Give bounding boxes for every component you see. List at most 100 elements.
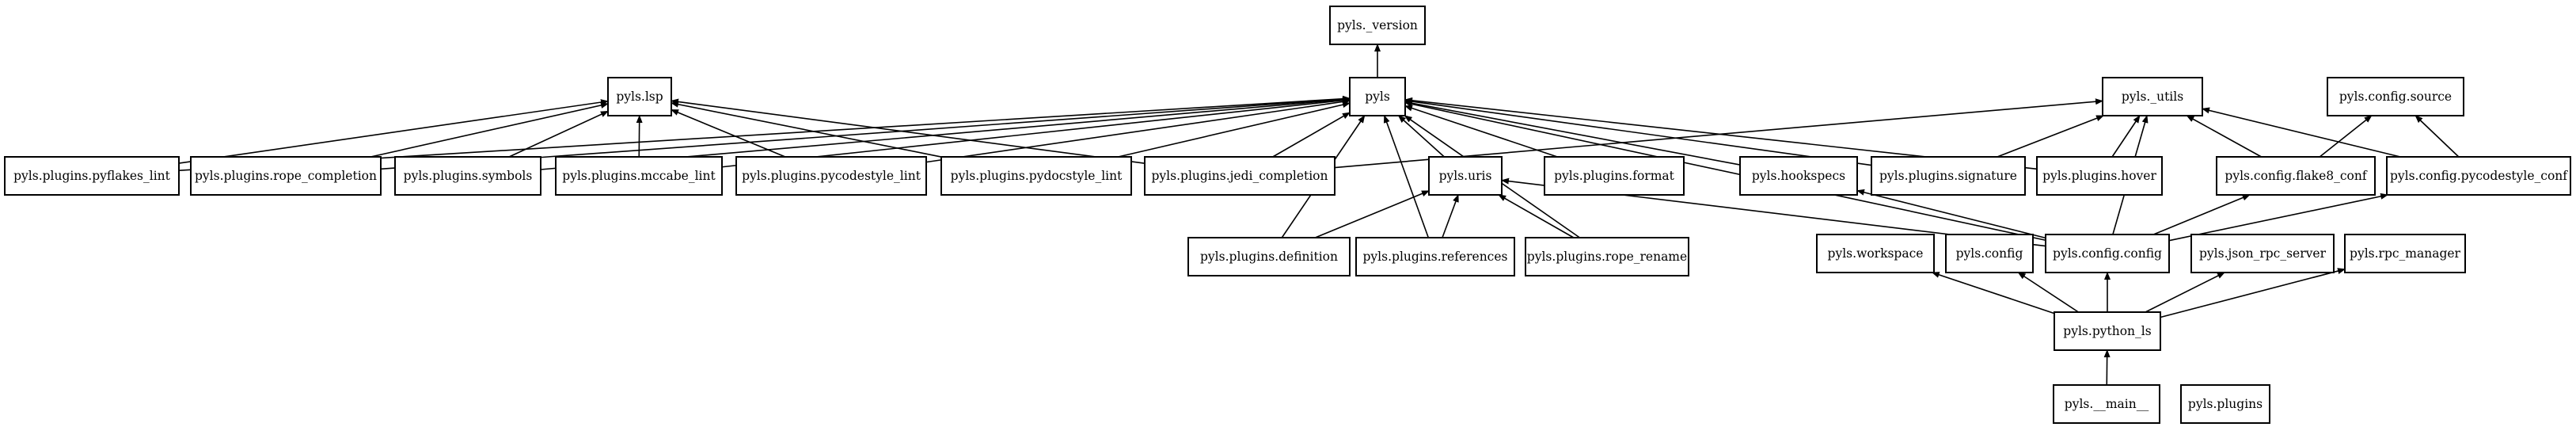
node-box	[190, 156, 382, 196]
node-flake8-conf: pyls.config.flake8_conf	[2216, 156, 2376, 196]
edge-python_ls-to-workspace	[1931, 272, 2055, 315]
node-box	[2053, 384, 2160, 424]
node-box	[2327, 77, 2464, 116]
node-label: pyls.json_rpc_server	[2199, 246, 2327, 261]
node-label: pyls.plugins.pycodestyle_lint	[742, 169, 921, 183]
node-label: pyls.plugins.definition	[1200, 250, 1338, 264]
node-box	[1349, 77, 1406, 116]
edge-signature-to-pyls	[1404, 98, 1872, 166]
node-box	[1525, 237, 1689, 276]
node-box	[940, 156, 1132, 196]
node-box	[607, 77, 672, 116]
node-box	[2190, 234, 2335, 273]
node-label: pyls.config.config	[2053, 246, 2162, 261]
node-rope-completion: pyls.plugins.rope_completion	[190, 156, 382, 196]
node-label: pyls.config	[1956, 246, 2023, 261]
edge-signature-to-utils	[1997, 115, 2105, 158]
edge-hookspecs-to-pyls	[1404, 100, 1741, 166]
node-box	[1428, 156, 1503, 196]
edge-python_ls-to-rpc_manager	[2160, 268, 2346, 318]
edge-jedi_completion-to-pyls	[1272, 112, 1351, 158]
node-box	[2386, 156, 2571, 196]
edge-config_config-to-hookspecs	[1856, 189, 2046, 239]
edge-definition-to-uris	[1315, 190, 1430, 238]
node-uris: pyls.uris	[1428, 156, 1503, 196]
node-box	[1945, 234, 2034, 273]
node-box	[2344, 234, 2466, 273]
node-box	[1739, 156, 1858, 196]
node-label: pyls.plugins.rope_completion	[195, 169, 377, 183]
node-label: pyls.plugins.hover	[2042, 169, 2156, 183]
node-pydocstyle-lint: pyls.plugins.pydocstyle_lint	[940, 156, 1132, 196]
edge-pydocstyle_lint-to-lsp	[671, 101, 942, 158]
node-label: pyls._version	[1337, 18, 1418, 32]
edge-references-to-uris	[1442, 194, 1459, 238]
node-hookspecs: pyls.hookspecs	[1739, 156, 1858, 196]
node-box	[394, 156, 541, 196]
node-json-rpc-server: pyls.json_rpc_server	[2190, 234, 2335, 273]
node-box	[1816, 234, 1935, 273]
node-plugins: pyls.plugins	[2180, 384, 2270, 424]
node-pyflakes-lint: pyls.plugins.pyflakes_lint	[4, 156, 180, 196]
edge-symbols-to-lsp	[508, 110, 609, 158]
edge-python_ls-to-config	[2017, 272, 2079, 313]
edge-format-to-pyls	[1404, 105, 1558, 158]
node-rpc-manager: pyls.rpc_manager	[2344, 234, 2466, 273]
edge-config_config-to-flake8_conf	[2152, 194, 2251, 235]
node-config-source: pyls.config.source	[2327, 77, 2464, 116]
node-mccabe-lint: pyls.plugins.mccabe_lint	[555, 156, 723, 196]
node-box	[4, 156, 180, 196]
node-box	[1355, 237, 1515, 276]
node-hover: pyls.plugins.hover	[2036, 156, 2163, 196]
node-box	[2054, 311, 2161, 351]
node-label: pyls.config.pycodestyle_conf	[2390, 169, 2568, 183]
node-label: pyls.plugins.pydocstyle_lint	[951, 169, 1123, 183]
edge-pydocstyle_lint-to-pyls	[1118, 101, 1351, 158]
node-label: pyls.hookspecs	[1752, 169, 1845, 183]
node-references: pyls.plugins.references	[1355, 237, 1515, 276]
node-workspace: pyls.workspace	[1816, 234, 1935, 273]
node-box	[1329, 6, 1426, 45]
edge-references-to-pyls	[1383, 115, 1430, 238]
node-utils: pyls._utils	[2102, 77, 2203, 116]
node-pycodestyle-conf: pyls.config.pycodestyle_conf	[2386, 156, 2571, 196]
node-box	[2180, 384, 2270, 424]
node-box	[1871, 156, 2026, 196]
node-jedi-completion: pyls.plugins.jedi_completion	[1144, 156, 1335, 196]
edges-layer	[178, 44, 2460, 386]
edge-flake8_conf-to-utils	[2186, 115, 2262, 158]
edge-rope_rename-to-uris	[1498, 194, 1575, 238]
edge-uris-to-pyls	[1397, 115, 1445, 158]
edge-mccabe_lint-to-pyls	[721, 97, 1351, 168]
node-box	[735, 156, 927, 196]
edge-flake8_conf-to-config_source	[2319, 115, 2373, 158]
node-box	[1544, 156, 1685, 196]
node-format: pyls.plugins.format	[1544, 156, 1685, 196]
node-label: pyls.plugins	[2188, 397, 2263, 411]
node-box	[1187, 237, 1351, 276]
node-label: pyls.rpc_manager	[2350, 246, 2461, 261]
node-symbols: pyls.plugins.symbols	[394, 156, 541, 196]
node-label: pyls.config.source	[2339, 90, 2452, 104]
edge-pycodestyle_lint-to-lsp	[671, 109, 786, 158]
node-label: pyls	[1365, 90, 1390, 104]
node-label: pyls.uris	[1439, 169, 1492, 183]
edge-config_config-to-pyls	[1404, 101, 2046, 242]
node-label: pyls.plugins.rope_rename	[1527, 250, 1687, 264]
edge-hover-to-utils	[2111, 115, 2141, 158]
node-signature: pyls.plugins.signature	[1871, 156, 2026, 196]
node-box	[2216, 156, 2376, 196]
edge-python_ls-to-json_rpc_server	[2145, 272, 2225, 313]
node-box	[2045, 234, 2170, 273]
node-config-config: pyls.config.config	[2045, 234, 2170, 273]
node-pyls: pyls	[1349, 77, 1406, 116]
node-label: pyls.plugins.symbols	[404, 169, 533, 183]
edge-rope_completion-to-lsp	[370, 102, 609, 158]
node-label: pyls.plugins.format	[1554, 169, 1675, 183]
node-version: pyls._version	[1329, 6, 1426, 45]
node-label: pyls.workspace	[1828, 246, 1924, 261]
node-label: pyls.plugins.pyflakes_lint	[13, 169, 171, 183]
edge-mccabe_lint-to-lsp	[636, 115, 643, 158]
node-main: pyls.__main__	[2053, 384, 2160, 424]
